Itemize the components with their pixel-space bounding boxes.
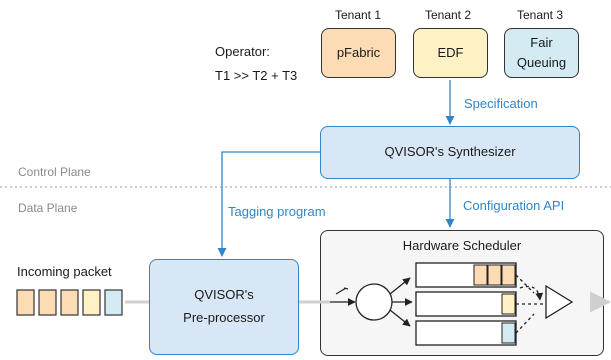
queued-packet (501, 293, 516, 315)
tenant-2-header: Tenant 2 (424, 8, 472, 22)
incoming-packet-label: Incoming packet (17, 264, 112, 279)
tenant-3-policy-box: Fair Queuing (504, 28, 579, 78)
incoming-packets (16, 289, 123, 316)
synthesizer-box: QVISOR's Synthesizer (320, 126, 580, 179)
dequeue-dashed-bot (515, 313, 535, 334)
queued-packet (473, 264, 488, 286)
preprocessor-label: QVISOR's Pre-processor (183, 287, 265, 325)
packet (104, 289, 123, 316)
hardware-scheduler-title: Hardware Scheduler (402, 238, 522, 253)
specification-label: Specification (464, 96, 538, 111)
queued-packet (501, 264, 516, 286)
preprocessor-box: QVISOR's Pre-processor (149, 259, 299, 355)
tagging-program-label: Tagging program (228, 204, 326, 219)
packet (60, 289, 79, 316)
queue-bot (415, 320, 517, 346)
scheduler-internals (330, 262, 574, 346)
classifier-circle (355, 283, 393, 321)
tenant-1-policy-box: pFabric (321, 28, 396, 78)
data-plane-label: Data Plane (18, 201, 78, 215)
queued-packet (501, 322, 516, 344)
control-plane-label: Control Plane (18, 165, 91, 179)
tagging-program-arrow (217, 151, 320, 257)
packet (16, 289, 35, 316)
tenant-1-policy: pFabric (336, 44, 381, 60)
packet (82, 289, 101, 316)
fanout-arrow-bot (389, 309, 411, 327)
dequeue-dashed-top (515, 274, 535, 294)
tenant-3-header: Tenant 3 (516, 8, 564, 22)
packet (38, 289, 57, 316)
queue-mid (415, 291, 517, 317)
queued-packet (487, 264, 502, 286)
tenant-2-policy-box: EDF (413, 28, 488, 78)
dequeue-dashed-arc (519, 285, 544, 301)
tenant-3-policy: Fair Queuing (516, 34, 567, 70)
operator-policy: T1 >> T2 + T3 (215, 68, 298, 83)
tenant-2-policy: EDF (437, 44, 464, 60)
synthesizer-label: QVISOR's Synthesizer (384, 144, 516, 160)
operator-label: Operator: (215, 44, 270, 59)
configuration-api-label: Configuration API (463, 198, 565, 213)
output-merger (545, 284, 574, 320)
input-slash (335, 287, 349, 295)
fanout-arrow-top (389, 277, 411, 295)
tenant-1-header: Tenant 1 (334, 8, 382, 22)
